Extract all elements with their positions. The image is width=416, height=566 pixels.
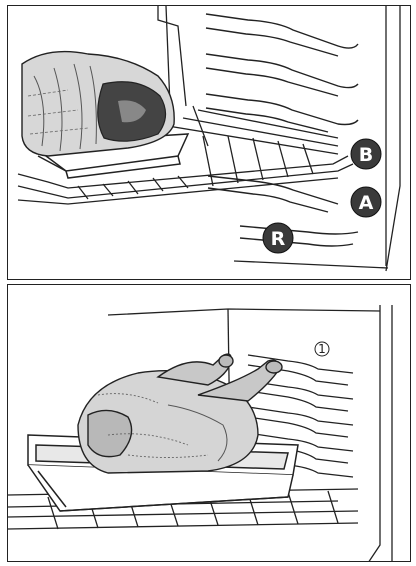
svg-text:B: B <box>359 144 373 166</box>
oven-rack <box>17 105 354 205</box>
shelf-badge-a: A <box>350 186 382 218</box>
svg-text:1: 1 <box>318 342 326 356</box>
shelf-badge-b: B <box>350 138 382 170</box>
roast-panel: B A R <box>7 5 411 280</box>
shelf-badge-r: R <box>262 222 294 254</box>
svg-text:A: A <box>359 192 374 214</box>
svg-text:R: R <box>271 228 286 250</box>
roast-meat <box>21 50 175 157</box>
turkey-oven-illustration: 1 <box>8 305 393 561</box>
shelf-marker-1: 1 <box>314 341 330 357</box>
shelf-supports <box>205 13 359 247</box>
turkey-panel: 1 <box>7 284 411 562</box>
oven-side-wall <box>157 6 401 272</box>
roast-turkey <box>77 353 283 474</box>
roast-oven-illustration: B A R <box>17 6 401 272</box>
